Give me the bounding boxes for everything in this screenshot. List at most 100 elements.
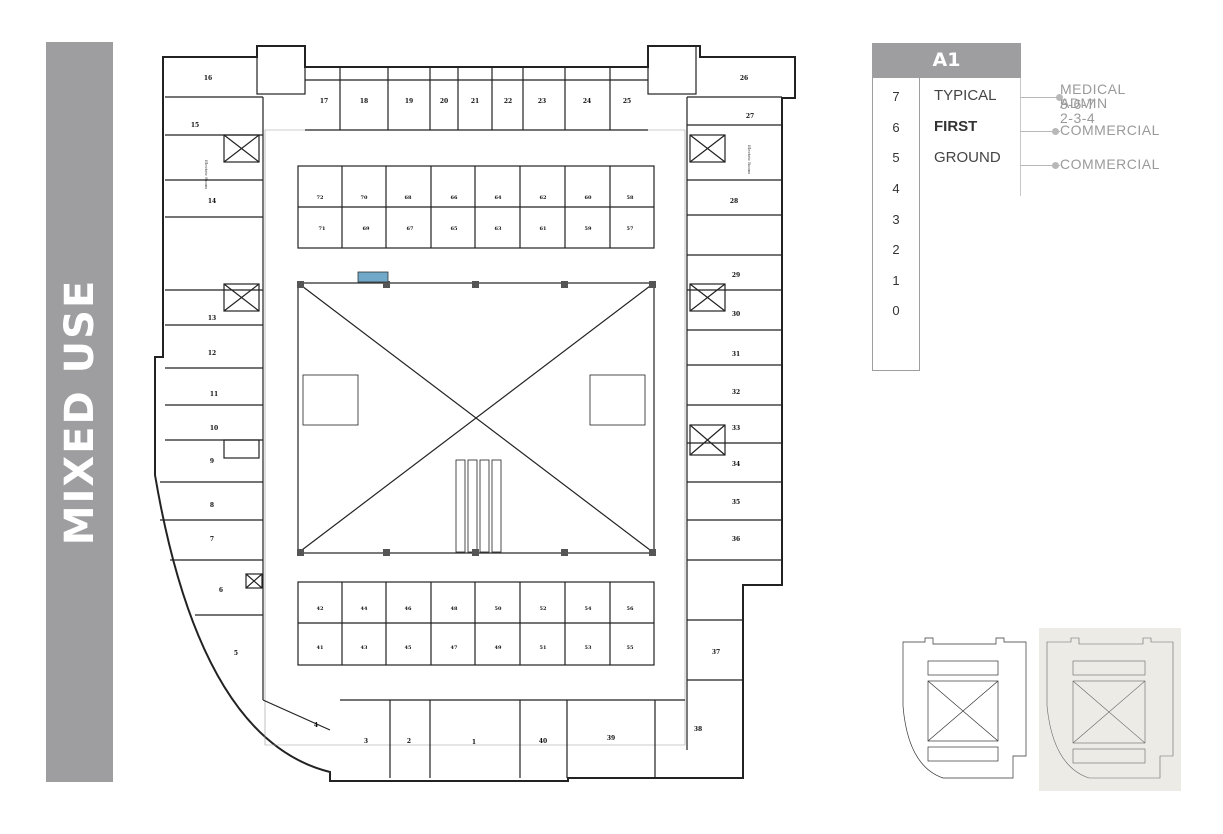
legend-block-title: A1 bbox=[872, 43, 1021, 78]
unit-label: 8 bbox=[210, 502, 214, 509]
floor-number: 1 bbox=[892, 273, 900, 288]
floor-name-typical: TYPICAL bbox=[934, 87, 997, 104]
use-connector-dot bbox=[1052, 162, 1059, 169]
kiosk-label: 55 bbox=[627, 645, 634, 651]
unit-label: 13 bbox=[208, 315, 216, 322]
floor-number: 6 bbox=[892, 120, 900, 135]
unit-label: 30 bbox=[732, 311, 740, 318]
kiosk-label: 51 bbox=[540, 645, 547, 651]
use-label-ground: COMMERCIAL bbox=[1060, 156, 1160, 172]
use-connector-line bbox=[1020, 165, 1060, 166]
unit-label: 38 bbox=[694, 726, 702, 733]
unit-label: 20 bbox=[440, 98, 448, 105]
kiosk-label: 45 bbox=[405, 645, 412, 651]
kiosk-label: 58 bbox=[627, 195, 634, 201]
plan-thumbnail-rendered bbox=[1039, 628, 1181, 791]
kiosk-label: 60 bbox=[585, 195, 592, 201]
unit-label: 14 bbox=[208, 198, 216, 205]
kiosk-label: 49 bbox=[495, 645, 502, 651]
unit-label: 36 bbox=[732, 536, 740, 543]
unit-label: 29 bbox=[732, 272, 740, 279]
unit-label: 18 bbox=[360, 98, 368, 105]
kiosk-label: 41 bbox=[317, 645, 324, 651]
kiosk-label: 64 bbox=[495, 195, 502, 201]
unit-label: 10 bbox=[210, 425, 218, 432]
floor-name-ground: GROUND bbox=[934, 149, 1001, 166]
kiosk-label: 42 bbox=[317, 606, 324, 612]
kiosk-label: 54 bbox=[585, 606, 592, 612]
unit-label: 19 bbox=[405, 98, 413, 105]
kiosk-label: 44 bbox=[361, 606, 368, 612]
floor-number: 0 bbox=[892, 303, 900, 318]
unit-label: 3 bbox=[364, 738, 368, 745]
kiosk-label: 53 bbox=[585, 645, 592, 651]
unit-label: 33 bbox=[732, 425, 740, 432]
kiosk-label: 57 bbox=[627, 226, 634, 232]
kiosk-label: 56 bbox=[627, 606, 634, 612]
kiosk-label: 72 bbox=[317, 195, 324, 201]
kiosk-label: 50 bbox=[495, 606, 502, 612]
legend-divider bbox=[919, 78, 920, 370]
unit-label: 2 bbox=[407, 738, 411, 745]
unit-label: 24 bbox=[583, 98, 591, 105]
unit-label: 31 bbox=[732, 351, 740, 358]
unit-label: 32 bbox=[732, 389, 740, 396]
unit-label: 26 bbox=[740, 75, 748, 82]
kiosk-label: 68 bbox=[405, 195, 412, 201]
unit-label: 6 bbox=[219, 587, 223, 594]
kiosk-label: 46 bbox=[405, 606, 412, 612]
plan-thumbnail-line bbox=[902, 637, 1027, 779]
kiosk-label: 71 bbox=[319, 226, 326, 232]
kiosk-label: 43 bbox=[361, 645, 368, 651]
kiosk-label: 62 bbox=[540, 195, 547, 201]
floor-number: 3 bbox=[892, 212, 900, 227]
unit-label: 40 bbox=[539, 738, 547, 745]
unit-label: 37 bbox=[712, 649, 720, 656]
electric-room-label: Electric Room bbox=[747, 145, 752, 174]
unit-label: 17 bbox=[320, 98, 328, 105]
use-connector-dot bbox=[1052, 128, 1059, 135]
legend-left-border bbox=[872, 43, 873, 370]
side-banner: MIXED USE bbox=[46, 42, 113, 782]
unit-label: 22 bbox=[504, 98, 512, 105]
floor-number: 7 bbox=[892, 89, 900, 104]
unit-label: 7 bbox=[210, 536, 214, 543]
unit-label: 11 bbox=[210, 391, 218, 398]
floor-number: 4 bbox=[892, 181, 900, 196]
kiosk-label: 67 bbox=[407, 226, 414, 232]
unit-label: 12 bbox=[208, 350, 216, 357]
unit-label: 25 bbox=[623, 98, 631, 105]
use-connector-line bbox=[1020, 78, 1021, 196]
floor-number: 2 bbox=[892, 242, 900, 257]
unit-label: 4 bbox=[314, 722, 318, 729]
kiosk-label: 47 bbox=[451, 645, 458, 651]
kiosk-label: 69 bbox=[363, 226, 370, 232]
kiosk-label: 63 bbox=[495, 226, 502, 232]
highlight-unit-marker bbox=[357, 271, 389, 283]
kiosk-label: 61 bbox=[540, 226, 547, 232]
electric-room-label: Electric Room bbox=[204, 160, 209, 189]
use-label-typical-1: MEDICAL 5-6-7 bbox=[1060, 81, 1126, 112]
use-connector-line bbox=[1020, 97, 1060, 98]
unit-label: 16 bbox=[204, 75, 212, 82]
unit-label: 9 bbox=[210, 458, 214, 465]
kiosk-label: 48 bbox=[451, 606, 458, 612]
kiosk-label: 59 bbox=[585, 226, 592, 232]
kiosk-label: 65 bbox=[451, 226, 458, 232]
floor-number: 5 bbox=[892, 150, 900, 165]
unit-label: 34 bbox=[732, 461, 740, 468]
unit-label: 39 bbox=[607, 735, 615, 742]
unit-label: 1 bbox=[472, 739, 476, 746]
legend-bottom-border bbox=[872, 370, 920, 371]
floor-name-first: FIRST bbox=[934, 118, 978, 135]
unit-label: 21 bbox=[471, 98, 479, 105]
kiosk-label: 66 bbox=[451, 195, 458, 201]
kiosk-label: 70 bbox=[361, 195, 368, 201]
unit-label: 5 bbox=[234, 650, 238, 657]
use-connector-line bbox=[1020, 131, 1060, 132]
unit-label: 15 bbox=[191, 122, 199, 129]
unit-label: 23 bbox=[538, 98, 546, 105]
unit-label: 28 bbox=[730, 198, 738, 205]
unit-label: 27 bbox=[746, 113, 754, 120]
